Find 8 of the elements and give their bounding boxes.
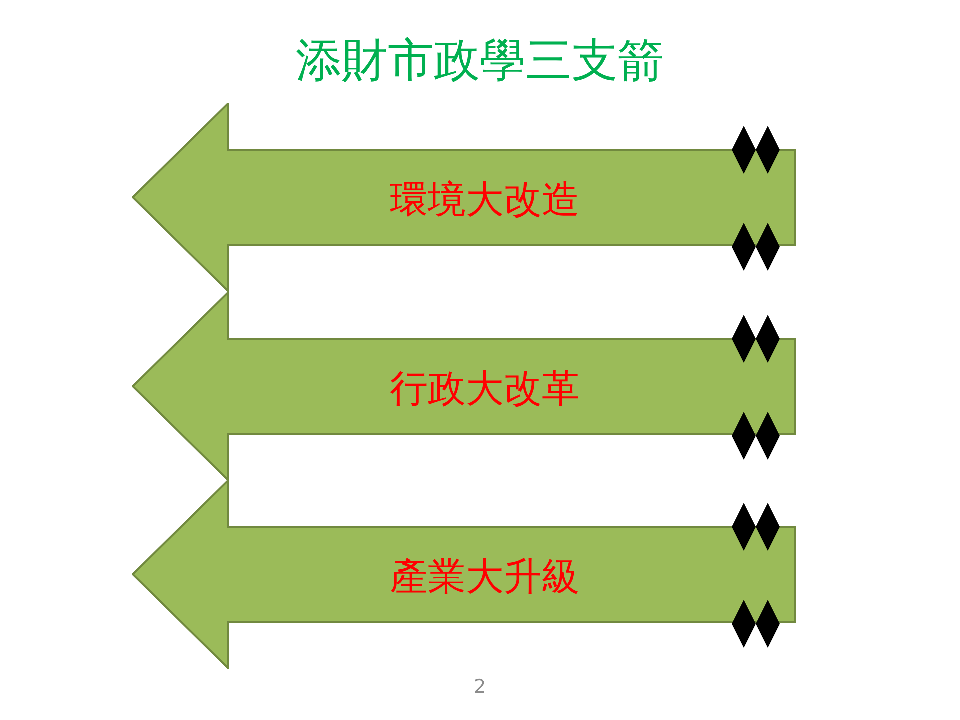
arrow-label: 產業大升級 [390, 554, 580, 600]
title: 添財市政學三支箭 [296, 33, 664, 87]
arrow-label: 行政大改革 [390, 366, 580, 412]
arrow-shape [132, 480, 796, 669]
arrow-label: 環境大改造 [390, 176, 580, 224]
arrow-shape [132, 292, 796, 481]
arrow-shape [132, 103, 796, 292]
page-number: 2 [474, 676, 486, 698]
